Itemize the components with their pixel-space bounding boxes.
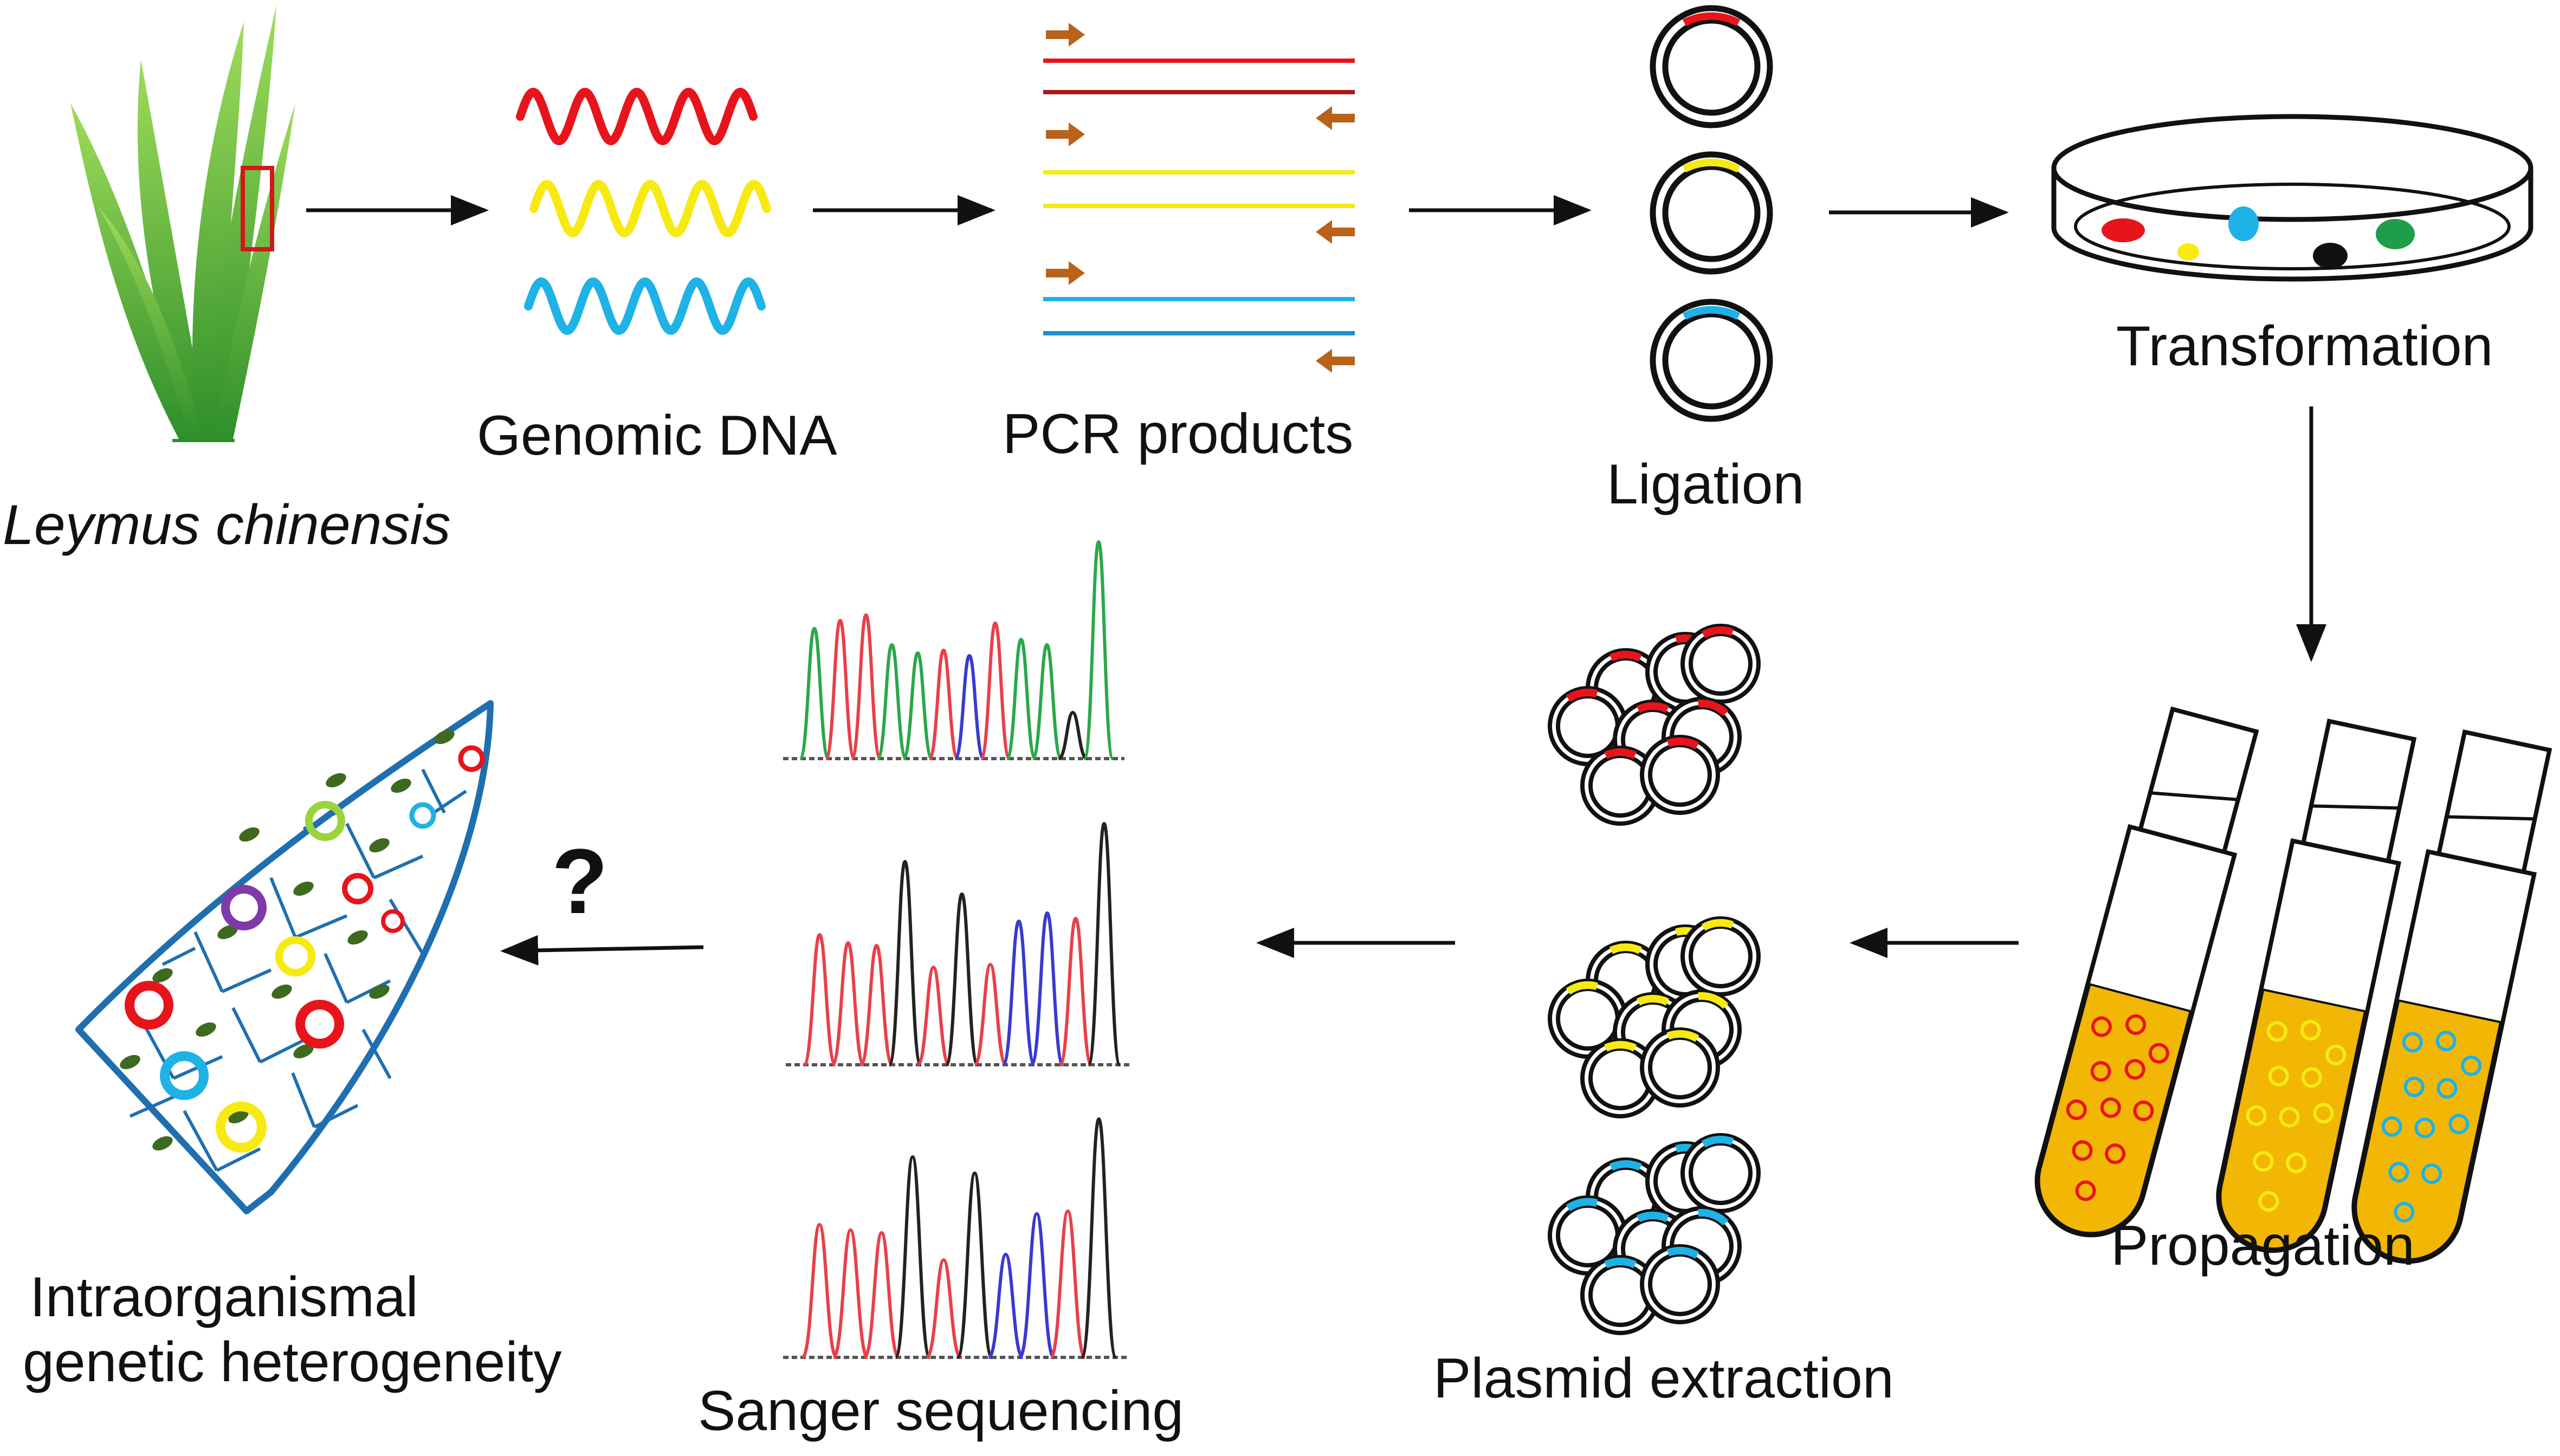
tube-cells: [2066, 1014, 2169, 1201]
organism-tip-icon: [75, 700, 494, 1214]
plasmid-ring: [1640, 735, 1720, 815]
plasmid-ring: [1680, 624, 1761, 704]
genomic-dna-waves: [516, 87, 771, 335]
colony-green: [2376, 219, 2415, 249]
plasmid-ring: [1680, 916, 1761, 996]
ligation-label: Ligation: [1607, 453, 1805, 516]
sanger-sequencing-label: Sanger sequencing: [698, 1380, 1184, 1442]
plasmid-cluster-blue: [1548, 1133, 1761, 1335]
question-mark: ?: [552, 830, 608, 933]
transformation-label: Transformation: [2116, 315, 2493, 378]
species-label: Leymus chinensis: [3, 494, 451, 556]
grass-plant-icon: [70, 5, 295, 442]
tube-cells: [2246, 1020, 2346, 1212]
chloroplasts: [120, 729, 455, 1151]
culture-tubes: [2034, 706, 2552, 1264]
plasmid-extraction-label: Plasmid extraction: [1433, 1347, 1894, 1410]
pcr-products: [1043, 59, 1355, 335]
ligation-plasmids: [1653, 8, 1770, 419]
chromatogram: [783, 1117, 1130, 1359]
culture-tube-yellow: [2216, 719, 2417, 1253]
primer-arrow-icons: [1046, 23, 1355, 373]
tube-cells: [2381, 1031, 2482, 1223]
colony-blue: [2228, 206, 2259, 241]
chromatogram: [783, 540, 1124, 760]
culture-tube-red: [2034, 706, 2259, 1238]
plasmid-ring: [1680, 1133, 1761, 1213]
colony-red: [2102, 218, 2145, 242]
culture-tube-blue: [2351, 729, 2552, 1264]
sanger-chromatograms: [783, 540, 1133, 1359]
plasmid-ring: [1548, 979, 1628, 1059]
petri-dish-icon: [2051, 114, 2533, 282]
plasmid-rings: [125, 745, 485, 1153]
pcr-products-label: PCR products: [1003, 403, 1354, 465]
heterogeneity-label-line1: Intraorganismal: [30, 1266, 418, 1329]
plasmid-ring: [1640, 1244, 1720, 1324]
plasmid-cluster-red: [1548, 624, 1761, 826]
cell-walls: [129, 768, 467, 1172]
colony-black: [2313, 243, 2348, 269]
heterogeneity-label-line2: genetic heterogeneity: [23, 1331, 562, 1394]
propagation-label: Propagation: [2111, 1214, 2415, 1277]
colony-yellow: [2177, 243, 2199, 261]
plasmid-ring: [1640, 1027, 1720, 1108]
plasmid-ring: [1580, 1255, 1660, 1335]
sample-region-box: [241, 166, 274, 251]
plasmid-cluster-yellow: [1548, 916, 1761, 1118]
genomic-dna-label: Genomic DNA: [477, 404, 837, 467]
plasmid-ring: [1548, 686, 1628, 766]
flow-arrows: [306, 195, 2326, 966]
chromatogram: [786, 821, 1133, 1066]
